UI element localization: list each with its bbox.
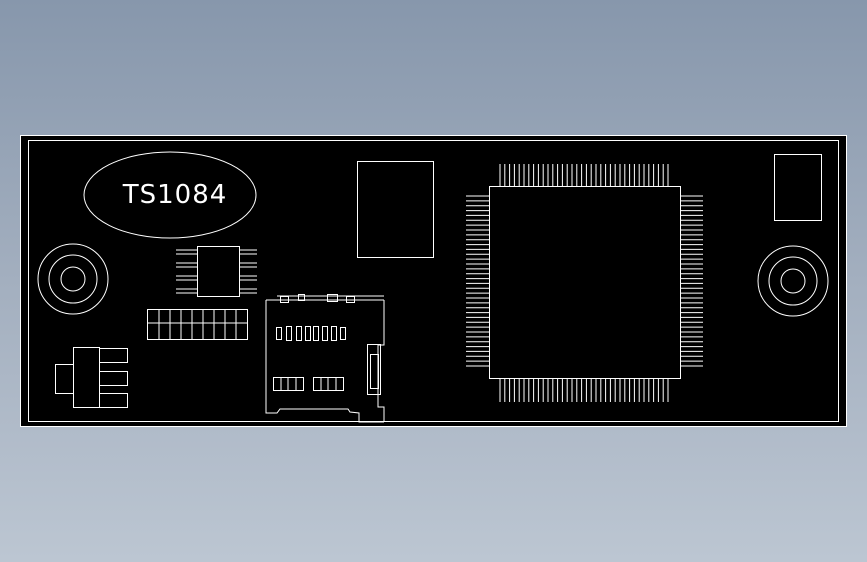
board-inner-outline [28, 140, 839, 422]
chip-label-ellipse [83, 151, 257, 239]
chip-label: TS1084 [122, 180, 228, 210]
mounting-hole-icon [757, 245, 829, 317]
soic-chip-icon [176, 246, 257, 297]
qfp-chip-icon [466, 164, 703, 402]
pin-header [147, 309, 248, 340]
micro-sd-socket-icon [265, 294, 385, 423]
component-pad-top [357, 161, 434, 258]
mounting-hole-icon [37, 243, 109, 315]
component-pad-right [774, 154, 822, 221]
regulator-icon [55, 347, 128, 408]
